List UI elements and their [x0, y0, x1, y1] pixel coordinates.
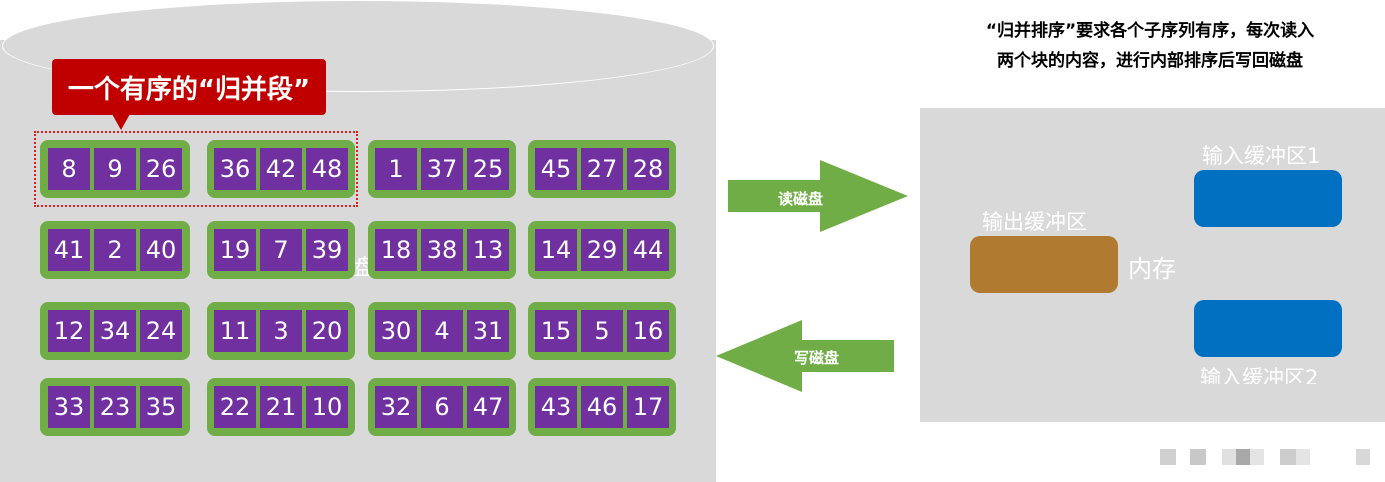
block-value: 10 [306, 386, 348, 428]
block-value: 45 [535, 148, 577, 190]
memory-area: 输出缓冲区 内存 输入缓冲区1 输入缓冲区2 [920, 108, 1385, 422]
input-buffer-1-label: 输入缓冲区1 [1202, 144, 1321, 168]
block-value: 30 [375, 310, 417, 352]
block-value: 23 [94, 386, 136, 428]
noise-2 [1190, 449, 1206, 465]
noise-4 [1236, 449, 1250, 465]
block-value: 40 [140, 229, 182, 271]
block-value: 16 [627, 310, 669, 352]
block-value: 18 [375, 229, 417, 271]
block-value: 17 [627, 386, 669, 428]
block-value: 29 [581, 229, 623, 271]
block-value: 12 [48, 310, 90, 352]
block-value: 41 [48, 229, 90, 271]
block-value: 35 [140, 386, 182, 428]
write-arrow [716, 320, 894, 392]
noise-8 [1356, 449, 1370, 465]
block-value: 5 [581, 310, 623, 352]
block-value: 26 [140, 148, 182, 190]
block-value: 47 [467, 386, 509, 428]
block-value: 36 [214, 148, 256, 190]
block-value: 20 [306, 310, 348, 352]
block-value: 3 [260, 310, 302, 352]
noise-1 [1160, 449, 1176, 465]
read-label: 读磁盘 [778, 190, 824, 208]
block-value: 32 [375, 386, 417, 428]
caption-line-1: “归并排序”要求各个子序列有序，每次读入 [985, 21, 1315, 41]
noise-3 [1222, 449, 1236, 465]
noise-5 [1250, 449, 1264, 465]
block-value: 1 [375, 148, 417, 190]
block-value: 22 [214, 386, 256, 428]
block-value: 44 [627, 229, 669, 271]
block-value: 43 [535, 386, 577, 428]
block-value: 9 [94, 148, 136, 190]
block-value: 46 [581, 386, 623, 428]
memory-label: 内存 [1128, 255, 1176, 283]
input-buffer-2-label-clip: 输入缓冲区2 [1194, 362, 1354, 384]
block-value: 24 [140, 310, 182, 352]
block-value: 34 [94, 310, 136, 352]
read-arrow [728, 160, 908, 232]
noise-6 [1280, 449, 1296, 465]
block-value: 15 [535, 310, 577, 352]
block-value: 11 [214, 310, 256, 352]
block-value: 28 [627, 148, 669, 190]
block-value: 42 [260, 148, 302, 190]
block-value: 4 [421, 310, 463, 352]
block-value: 25 [467, 148, 509, 190]
caption-line-2: 两个块的内容，进行内部排序后写回磁盘 [997, 51, 1303, 71]
block-value: 48 [306, 148, 348, 190]
block-value: 39 [306, 229, 348, 271]
block-value: 38 [421, 229, 463, 271]
block-value: 21 [260, 386, 302, 428]
block-value: 2 [94, 229, 136, 271]
callout-tail [112, 114, 130, 130]
block-value: 7 [260, 229, 302, 271]
block-value: 37 [421, 148, 463, 190]
block-value: 13 [467, 229, 509, 271]
block-value: 33 [48, 386, 90, 428]
input-buffer-1 [1194, 170, 1342, 227]
noise-7 [1296, 449, 1310, 465]
block-value: 27 [581, 148, 623, 190]
block-value: 31 [467, 310, 509, 352]
block-value: 6 [421, 386, 463, 428]
write-label: 写磁盘 [794, 349, 840, 367]
input-buffer-2 [1194, 300, 1342, 357]
caption: “归并排序”要求各个子序列有序，每次读入 两个块的内容，进行内部排序后写回磁盘 [930, 16, 1370, 76]
block-value: 8 [48, 148, 90, 190]
output-buffer-label: 输出缓冲区 [982, 210, 1087, 234]
block-value: 14 [535, 229, 577, 271]
block-value: 19 [214, 229, 256, 271]
output-buffer [970, 236, 1118, 293]
run-callout: 一个有序的“归并段” [52, 59, 326, 115]
input-buffer-2-label: 输入缓冲区2 [1200, 366, 1319, 384]
run-outline [34, 131, 358, 207]
